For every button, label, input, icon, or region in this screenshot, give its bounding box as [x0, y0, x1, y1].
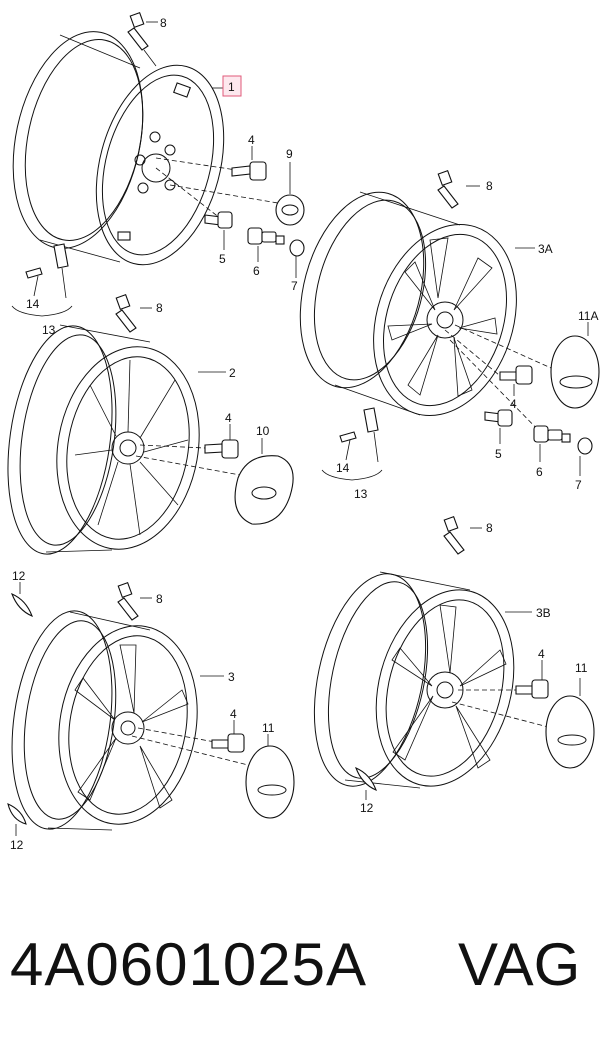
- callout-11a: 11A: [578, 309, 598, 323]
- callout-6: 6: [536, 465, 543, 479]
- cap-7-top: [289, 239, 305, 257]
- callout-4: 4: [538, 647, 545, 661]
- callout-7: 7: [291, 279, 298, 293]
- cap-10: [234, 455, 294, 525]
- cap-11a: [550, 335, 600, 409]
- valve-8-top-right: [437, 169, 459, 209]
- valve-8-top: [127, 11, 157, 67]
- callout-3: 3: [228, 670, 235, 684]
- bolt-5-top: [204, 211, 233, 229]
- callout-8: 8: [156, 592, 163, 606]
- bolt-4-right: [499, 365, 533, 385]
- callout-12: 12: [10, 838, 24, 852]
- callout-2: 2: [229, 366, 236, 380]
- wheel-3a: [299, 191, 561, 443]
- callout-7: 7: [575, 478, 582, 492]
- lock-6-right: [533, 425, 571, 443]
- callout-4: 4: [248, 133, 255, 147]
- callout-11: 11: [575, 661, 588, 675]
- bolt-4-top: [231, 161, 267, 181]
- callout-14: 14: [26, 297, 40, 311]
- callout-8: 8: [486, 179, 493, 193]
- cap-11-right: [545, 695, 595, 769]
- wheel-parts-diagram: 1 8 4 9 5 6 7 14 13 8 2 4 10 8 3A 11A 4 …: [7, 11, 600, 852]
- bolt-5-right: [484, 409, 513, 427]
- callout-1: 1: [228, 80, 235, 94]
- callout-4: 4: [225, 411, 232, 425]
- bolt-4-mid-left: [204, 439, 239, 459]
- callout-8: 8: [160, 16, 167, 30]
- callout-4: 4: [230, 707, 237, 721]
- leader-lines: [11, 21, 589, 836]
- weight-12-right: [355, 766, 377, 792]
- callout-13: 13: [354, 487, 368, 501]
- callout-10: 10: [256, 424, 270, 438]
- valve-8-bottom-right: [443, 515, 465, 555]
- callout-13: 13: [42, 323, 56, 337]
- bolt-4-bottom-left: [211, 733, 245, 753]
- weight-12-bottom: [7, 803, 27, 825]
- cap-9: [275, 194, 305, 226]
- callout-11: 11: [262, 721, 275, 735]
- bolt-4-bottom-right: [515, 679, 549, 699]
- callout-3b: 3B: [536, 606, 551, 620]
- callout-5: 5: [495, 447, 502, 461]
- callout-3a: 3A: [538, 242, 553, 256]
- callout-12: 12: [12, 569, 26, 583]
- callout-12: 12: [360, 801, 374, 815]
- part-number: 4A0601025A: [10, 931, 367, 998]
- callout-8: 8: [156, 301, 163, 315]
- callout-8: 8: [486, 521, 493, 535]
- cap-7-right: [577, 437, 593, 455]
- wheel-3b: [313, 571, 561, 789]
- callout-1-highlight: [222, 75, 242, 97]
- weight-12-top: [11, 592, 33, 618]
- callout-5: 5: [219, 252, 226, 266]
- cap-11-left: [245, 745, 295, 819]
- callout-9: 9: [286, 147, 293, 161]
- callout-4: 4: [510, 397, 517, 411]
- callout-14: 14: [336, 461, 350, 475]
- callout-6: 6: [253, 264, 260, 278]
- wheel-1-steel-rim: [12, 31, 291, 266]
- clip-14-right: [339, 407, 379, 443]
- brand-name: VAG: [458, 931, 581, 998]
- valve-8-bottom-left: [117, 581, 139, 621]
- wheel-2-multispoke: [7, 324, 241, 555]
- valve-8-mid-left: [115, 293, 137, 333]
- lock-6-top: [247, 227, 285, 245]
- callout-1-group: 1: [222, 75, 242, 97]
- wheel-3: [11, 610, 261, 831]
- clip-14-top: [25, 243, 69, 279]
